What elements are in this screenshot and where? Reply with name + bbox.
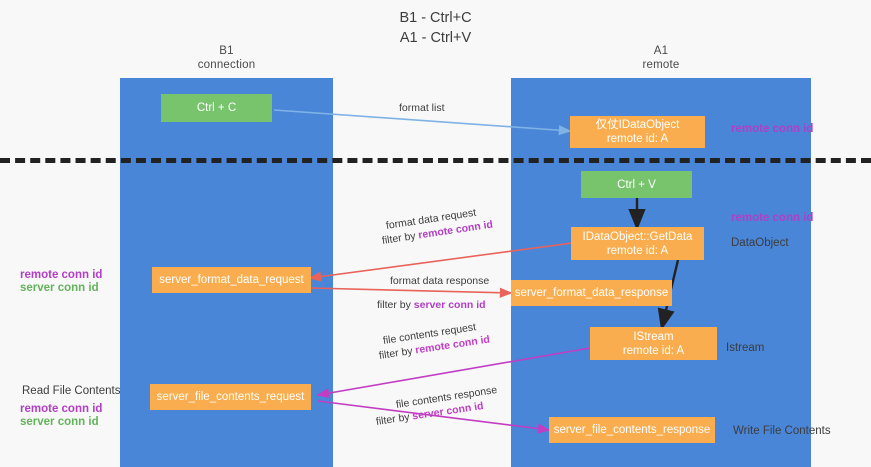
node-server-format-data-request-label: server_format_data_request — [159, 274, 304, 286]
label-istream: Istream — [726, 342, 765, 354]
filter-prefix: filter by — [378, 344, 417, 362]
lane-title-b1-name: B1 — [219, 45, 234, 57]
edge-label-format-data-response-filter: filter by server conn id — [377, 298, 486, 312]
label-remote-conn-id-top: remote conn id — [731, 123, 814, 135]
label-remote-conn-id-mid: remote conn id — [731, 212, 814, 224]
node-server-file-contents-request[interactable]: server_file_contents_request — [150, 384, 311, 410]
lane-title-a1: A1 remote — [511, 44, 811, 72]
node-server-format-data-response[interactable]: server_format_data_response — [511, 280, 672, 306]
filter-prefix: filter by — [381, 229, 420, 247]
lane-title-b1-sub: connection — [197, 59, 256, 71]
page-title-line2: A1 - Ctrl+V — [399, 30, 472, 46]
node-getdata-line2: remote id: A — [606, 244, 669, 257]
label-write-file-contents: Write File Contents — [733, 425, 831, 437]
node-idataobject-remote[interactable]: 仅仗IDataObject remote id: A — [570, 116, 705, 148]
node-ctrl-v[interactable]: Ctrl + V — [581, 171, 692, 198]
node-ctrl-c-line1: Ctrl + C — [196, 102, 237, 114]
node-server-file-contents-response[interactable]: server_file_contents_response — [549, 417, 715, 443]
label-dataobject: DataObject — [731, 237, 789, 249]
filter-prefix: filter by — [377, 299, 414, 311]
node-server-format-data-request[interactable]: server_format_data_request — [152, 267, 311, 293]
node-server-format-data-response-label: server_format_data_response — [514, 287, 669, 299]
page-title-line1: B1 - Ctrl+C — [399, 10, 472, 26]
node-idataobject-remote-line1: 仅仗IDataObject — [595, 119, 680, 131]
node-istream[interactable]: IStream remote id: A — [590, 327, 717, 360]
label-server-conn-id-left-bottom: server conn id — [20, 416, 99, 428]
node-idataobject-remote-line2: remote id: A — [606, 133, 669, 145]
label-remote-conn-id-left-bottom: remote conn id — [20, 403, 103, 415]
node-istream-line1: IStream — [633, 330, 674, 343]
node-server-file-contents-response-label: server_file_contents_response — [553, 424, 711, 436]
node-ctrl-v-line1: Ctrl + V — [617, 178, 656, 191]
filter-value: server conn id — [413, 299, 486, 311]
node-ctrl-c[interactable]: Ctrl + C — [161, 94, 272, 122]
label-read-file-contents: Read File Contents — [22, 385, 121, 397]
label-remote-conn-id-left-mid: remote conn id — [20, 269, 103, 281]
filter-prefix: filter by — [375, 410, 414, 428]
node-getdata-line1: IDataObject::GetData — [582, 230, 693, 243]
edge-label-format-data-response: format data response — [390, 275, 490, 287]
node-server-file-contents-request-label: server_file_contents_request — [156, 391, 305, 403]
lane-title-b1: B1 connection — [120, 44, 333, 72]
label-server-conn-id-left-mid: server conn id — [20, 282, 99, 294]
lane-title-a1-name: A1 — [653, 45, 669, 57]
phase-divider — [0, 158, 871, 163]
edge-label-format-list: format list — [399, 102, 445, 114]
node-istream-line2: remote id: A — [622, 344, 685, 357]
page-title: B1 - Ctrl+C A1 - Ctrl+V — [0, 8, 871, 48]
lane-title-a1-sub: remote — [642, 59, 680, 71]
node-idataobject-getdata[interactable]: IDataObject::GetData remote id: A — [571, 227, 704, 260]
